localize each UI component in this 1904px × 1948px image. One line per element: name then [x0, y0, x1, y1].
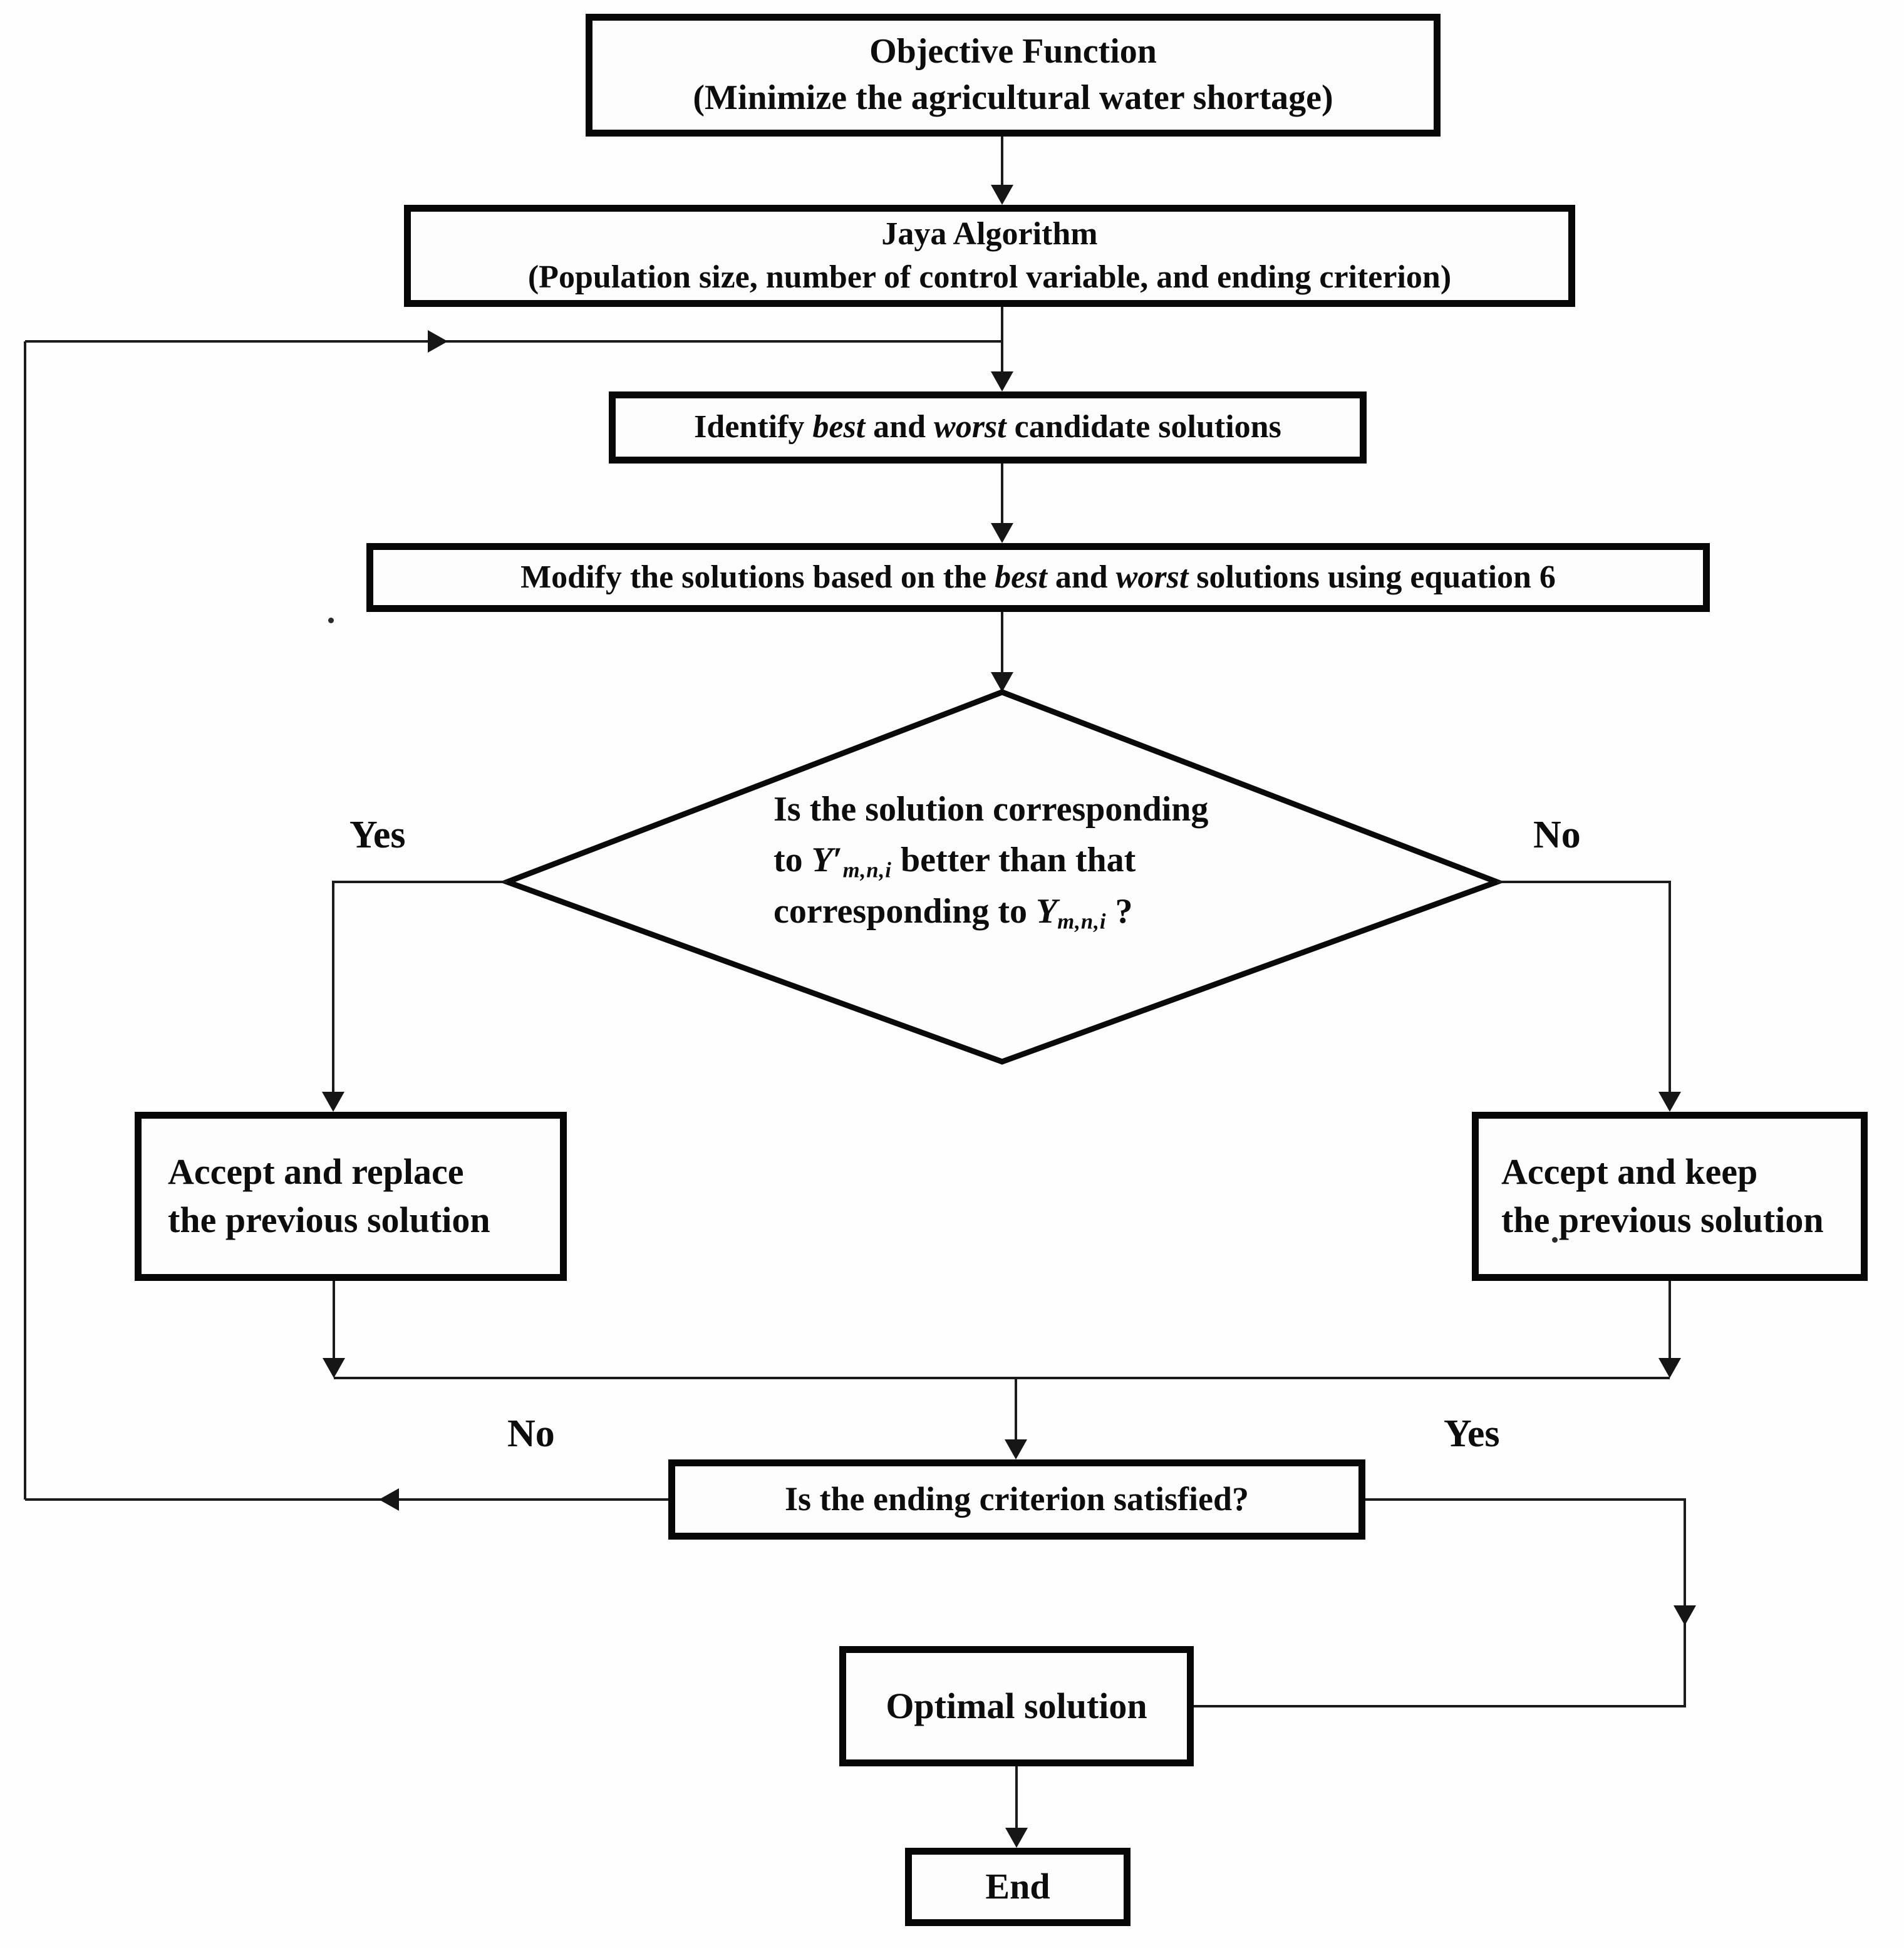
jaya-line2: (Population size, number of control vari… — [527, 259, 1452, 295]
arrowhead-modify-to-decision — [991, 672, 1013, 692]
decision-line2: to Y′m,n,i better than that — [773, 835, 1306, 886]
edge-decision-yes — [332, 881, 507, 1107]
ending-criterion-text: Is the ending criterion satisfied? — [785, 1480, 1249, 1518]
arrowhead-objective-to-jaya — [991, 185, 1013, 205]
node-objective-function: Objective Function (Minimize the agricul… — [586, 14, 1441, 137]
arrowhead-merge-to-ending — [1005, 1439, 1027, 1459]
decision-line2-subscript: m,n,i — [842, 857, 892, 883]
arrowhead-ending-no-left — [379, 1488, 399, 1511]
accept-keep-line2: the previous solution — [1501, 1199, 1824, 1240]
arrowhead-decision-no — [1658, 1092, 1681, 1112]
scan-speck — [328, 618, 334, 623]
modify-and: and — [1047, 559, 1116, 595]
decision-line3-var: Y — [1036, 892, 1058, 931]
arrowhead-keep-to-merge — [1658, 1358, 1681, 1378]
identify-and: and — [865, 409, 934, 445]
node-ending-criterion: Is the ending criterion satisfied? — [668, 1459, 1365, 1540]
identify-text: Identify best and worst candidate soluti… — [694, 406, 1281, 449]
arrowhead-feedback-right — [428, 330, 448, 353]
decision-line2-prime: ′ — [832, 841, 843, 880]
arrowhead-decision-yes — [322, 1092, 344, 1112]
scan-speck — [1552, 1237, 1558, 1243]
modify-worst: worst — [1115, 559, 1189, 595]
objective-line2: (Minimize the agricultural water shortag… — [693, 78, 1333, 117]
node-accept-keep: Accept and keep the previous solution — [1472, 1112, 1868, 1281]
node-modify-solutions: Modify the solutions based on the best a… — [366, 543, 1710, 612]
arrowhead-identify-to-modify — [991, 523, 1013, 543]
decision-line3: corresponding to Ym,n,i ? — [773, 886, 1306, 938]
decision-solution-question: Is the solution corresponding to Y′m,n,i… — [773, 784, 1306, 938]
node-jaya-algorithm: Jaya Algorithm (Population size, number … — [404, 205, 1575, 307]
arrowhead-replace-to-merge — [323, 1358, 345, 1378]
arrowhead-ending-yes-down — [1674, 1605, 1696, 1625]
modify-text: Modify the solutions based on the best a… — [520, 556, 1556, 599]
modify-post: solutions using equation 6 — [1188, 559, 1556, 595]
optimal-solution-text: Optimal solution — [886, 1685, 1147, 1726]
decision-line3-subscript: m,n,i — [1057, 909, 1107, 934]
decision-line3-pre: corresponding to — [773, 892, 1036, 931]
identify-worst: worst — [934, 409, 1006, 445]
jaya-line1: Jaya Algorithm — [881, 215, 1098, 252]
identify-post: candidate solutions — [1006, 409, 1281, 445]
end-text: End — [985, 1866, 1050, 1907]
decision-line2-post: better than that — [891, 841, 1136, 880]
modify-best: best — [995, 559, 1047, 595]
label-ending-yes: Yes — [1444, 1412, 1500, 1455]
decision-line1: Is the solution corresponding — [773, 790, 1209, 829]
label-solution-no: No — [1533, 814, 1581, 856]
identify-pre: Identify — [694, 409, 813, 445]
edge-decision-no — [1497, 881, 1671, 1107]
objective-line1: Objective Function — [869, 32, 1157, 71]
accept-replace-line1: Accept and replace — [168, 1151, 464, 1193]
node-end: End — [905, 1848, 1130, 1926]
node-optimal-solution: Optimal solution — [839, 1646, 1194, 1766]
arrowhead-jaya-to-identify — [991, 371, 1013, 391]
label-ending-no: No — [507, 1412, 555, 1455]
decision-line3-post: ? — [1106, 892, 1133, 931]
edge-ending-yes — [1194, 1498, 1686, 1707]
decision-line2-var: Y — [811, 841, 833, 880]
node-accept-replace: Accept and replace the previous solution — [135, 1112, 567, 1281]
accept-replace-line2: the previous solution — [168, 1199, 490, 1240]
identify-best: best — [812, 409, 866, 445]
decision-line2-pre: to — [773, 841, 812, 880]
modify-pre: Modify the solutions based on the — [520, 559, 995, 595]
label-solution-yes: Yes — [349, 814, 406, 856]
accept-keep-line1: Accept and keep — [1501, 1151, 1758, 1193]
node-identify-solutions: Identify best and worst candidate soluti… — [609, 391, 1367, 464]
decision-solution-diamond — [499, 689, 1505, 1065]
arrowhead-optimal-to-end — [1005, 1828, 1028, 1848]
